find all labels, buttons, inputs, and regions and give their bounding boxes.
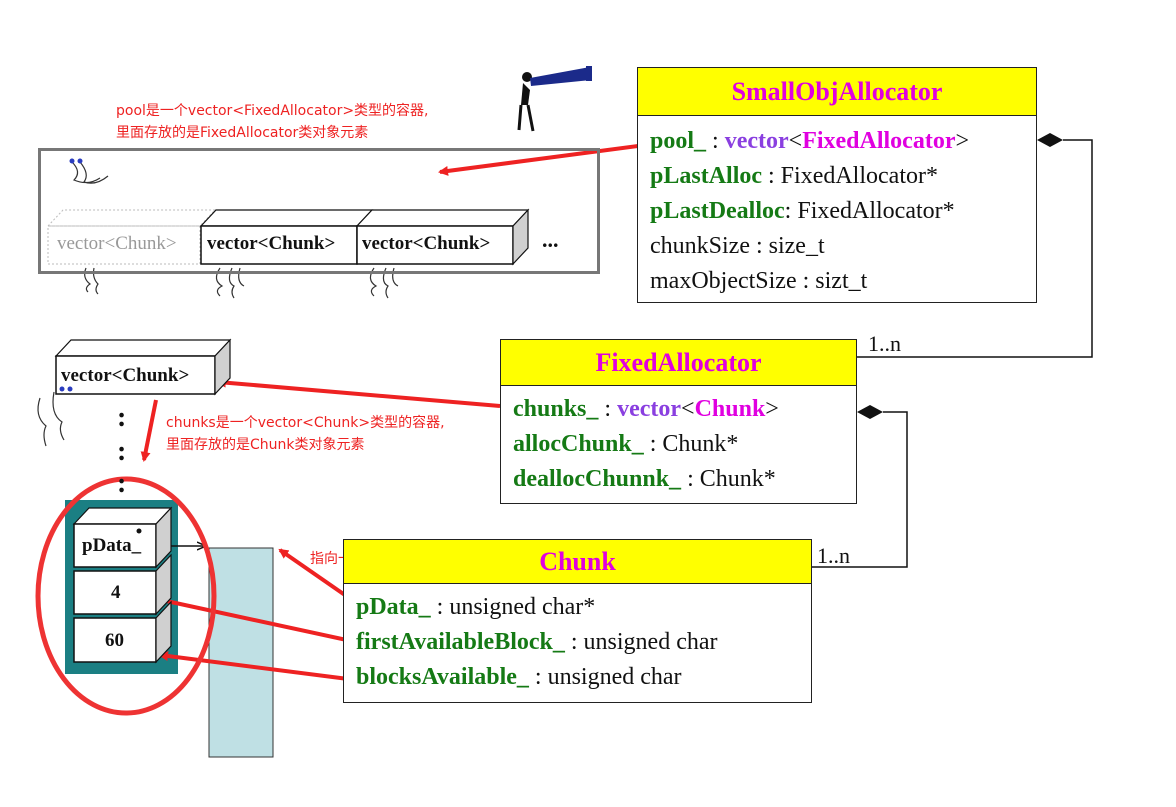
pool-vector-label-1: vector<Chunk>	[207, 233, 336, 254]
arrow-chunks-to-vector	[216, 377, 501, 408]
attr-blocksavailable-name: blocksAvailable_	[356, 664, 529, 690]
arrow-pdata-to-block	[278, 548, 357, 604]
attr-plastdealloc: pLastDealloc: FixedAllocator*	[650, 194, 1024, 229]
pool-container	[38, 148, 600, 274]
attr-plastalloc-name: pLastAlloc	[650, 163, 763, 189]
chunk-blocks-value-cell: 60	[105, 630, 124, 651]
arrow-pool-to-box	[438, 144, 639, 176]
pool-vector-label-2: vector<Chunk>	[362, 233, 491, 254]
pool-ghost-vector-label: vector<Chunk>	[57, 233, 177, 254]
telescope-figure-icon	[517, 66, 592, 132]
attr-chunks-type-kw: vector	[617, 396, 682, 422]
chunk-first-value-cell: 4	[111, 582, 121, 603]
attr-pool-gt: >	[955, 128, 970, 154]
attr-pool-lt: <	[788, 128, 803, 154]
vertical-dot-3: :	[117, 468, 127, 499]
arrow-vector-to-ellipse	[140, 399, 158, 462]
attr-firstavailableblock-name: firstAvailableBlock_	[356, 629, 565, 655]
attr-chunks-gt: >	[765, 396, 779, 422]
attr-blocksavailable: blocksAvailable_ : unsigned char	[356, 660, 799, 695]
arrow-blocks-to-60	[158, 651, 357, 682]
attr-allocchunk-name: allocChunk_	[513, 431, 644, 457]
class-smallobjallocator: SmallObjAllocator pool_ : vector<FixedAl…	[637, 67, 1037, 303]
class-chunk: Chunk pData_ : unsigned char* firstAvail…	[343, 539, 812, 703]
attr-plastalloc-type: : FixedAllocator*	[762, 163, 938, 189]
attr-allocchunk: allocChunk_ : Chunk*	[513, 427, 844, 462]
class-fixedallocator-title: FixedAllocator	[501, 340, 856, 386]
attr-plastdealloc-type: : FixedAllocator*	[784, 198, 955, 224]
memory-block	[208, 547, 274, 758]
attr-deallocchunk-type: : Chunk*	[681, 466, 776, 492]
chunks-vector-box	[54, 338, 232, 396]
pool-ellipsis: ...	[542, 227, 559, 252]
attr-firstavailableblock-type: : unsigned char	[564, 629, 718, 655]
class-chunk-attributes: pData_ : unsigned char* firstAvailableBl…	[344, 584, 811, 695]
multiplicity-chunk: 1..n	[817, 543, 850, 568]
attr-pool: pool_ : vector<FixedAllocator>	[650, 124, 1024, 159]
attr-pool-type-inner: FixedAllocator	[802, 128, 956, 154]
composition-chunks-chunk	[812, 405, 908, 568]
attr-pool-type-kw: vector	[724, 128, 789, 154]
attr-chunks: chunks_ : vector<Chunk>	[513, 392, 844, 427]
chunk-pdata-cell: pData_	[82, 535, 142, 556]
multiplicity-fixedallocator: 1..n	[868, 331, 901, 356]
attr-pdata-type: : unsigned char*	[430, 594, 596, 620]
attr-firstavailableblock: firstAvailableBlock_ : unsigned char	[356, 625, 799, 660]
class-fixedallocator-attributes: chunks_ : vector<Chunk> allocChunk_ : Ch…	[501, 386, 856, 497]
chunk-stack-boxes	[72, 506, 173, 664]
attr-pdata: pData_ : unsigned char*	[356, 590, 799, 625]
attr-pdata-name: pData_	[356, 594, 431, 620]
squiggle-pointers	[37, 158, 399, 447]
attr-deallocchunk: deallocChunnk_ : Chunk*	[513, 462, 844, 497]
class-smallobjallocator-title: SmallObjAllocator	[638, 68, 1036, 116]
attr-pool-sep: :	[706, 128, 725, 154]
vertical-dot-1: :	[117, 402, 127, 433]
attr-chunksize: chunkSize : size_t	[650, 233, 825, 259]
vertical-dot-2: :	[117, 436, 127, 467]
note-chunks-line2: 里面存放的是Chunk类对象元素	[166, 437, 365, 453]
class-fixedallocator: FixedAllocator chunks_ : vector<Chunk> a…	[500, 339, 857, 504]
attr-plastalloc: pLastAlloc : FixedAllocator*	[650, 159, 1024, 194]
class-chunk-title: Chunk	[344, 540, 811, 584]
attr-pool-name: pool_	[650, 128, 707, 154]
attr-chunks-name: chunks_	[513, 396, 599, 422]
attr-maxobjectsize: maxObjectSize : sizt_t	[650, 268, 868, 294]
chunks-vector-label: vector<Chunk>	[61, 365, 190, 386]
attr-plastdealloc-name: pLastDealloc	[650, 198, 785, 224]
class-smallobjallocator-attributes: pool_ : vector<FixedAllocator> pLastAllo…	[638, 116, 1036, 299]
pool-vector-boxes	[46, 208, 530, 266]
attr-chunks-type-inner: Chunk	[694, 396, 766, 422]
attr-chunks-lt: <	[681, 396, 695, 422]
attr-blocksavailable-type: : unsigned char	[528, 664, 682, 690]
note-chunks-line1: chunks是一个vector<Chunk>类型的容器,	[166, 415, 445, 431]
composition-pool-fixedallocator	[857, 133, 1093, 358]
note-pool-line1: pool是一个vector<FixedAllocator>类型的容器,	[116, 103, 429, 119]
attr-deallocchunk-name: deallocChunnk_	[513, 466, 682, 492]
attr-allocchunk-type: : Chunk*	[643, 431, 739, 457]
attr-chunks-sep: :	[598, 396, 618, 422]
chunk-stack-highlight	[35, 476, 217, 716]
note-pool-line2: 里面存放的是FixedAllocator类对象元素	[116, 125, 369, 141]
